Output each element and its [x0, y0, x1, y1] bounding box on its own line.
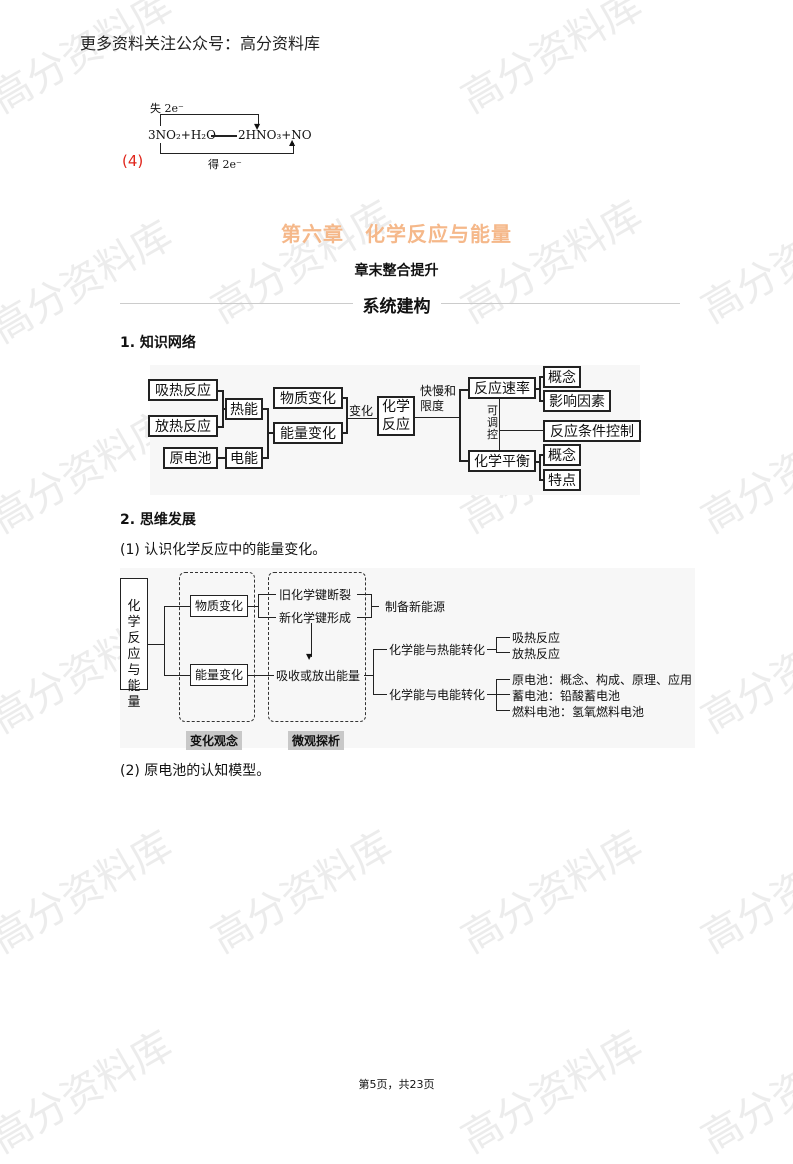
- arrow-down-icon: ▼: [306, 652, 313, 661]
- label-controllable: 可调控: [487, 404, 498, 441]
- arrow-up-icon: ▲: [289, 138, 296, 147]
- node-energy-change: 能量变化: [273, 422, 343, 444]
- node-equilibrium-concept: 概念: [543, 444, 581, 466]
- arrow-line: [311, 623, 312, 657]
- chem-to-electric: 化学能与电能转化: [389, 688, 486, 702]
- heading-thinking-development: 2. 思维发展: [120, 512, 196, 528]
- label-speed-and-limit: 快慢和限度: [420, 384, 457, 413]
- tag-micro-analysis: 微观探析: [288, 731, 345, 750]
- watermark: 高分资料库: [453, 822, 651, 963]
- watermark: 高分资料库: [693, 602, 793, 743]
- equation-right: 2HNO₃+NO: [238, 128, 312, 142]
- absorb-release-energy: 吸收或放出能量: [276, 669, 361, 683]
- subtitle: 章末整合提升: [354, 263, 439, 279]
- node-characteristics: 特点: [543, 469, 581, 491]
- item-energy-change: (1) 认识化学反应中的能量变化。: [120, 542, 327, 558]
- node-rate-concept: 概念: [543, 366, 581, 388]
- gain-electrons-label: 得 2e⁻: [208, 158, 242, 171]
- node-endothermic: 吸热反应: [148, 379, 218, 401]
- watermark: 高分资料库: [453, 0, 651, 123]
- heading-knowledge-network: 1. 知识网络: [120, 335, 196, 351]
- equation-left: 3NO₂+H₂O: [148, 128, 216, 142]
- watermark: 高分资料库: [0, 822, 181, 963]
- chapter-title: 第六章 化学反应与能量: [281, 222, 512, 246]
- new-energy: 制备新能源: [385, 600, 446, 614]
- node-matter-change: 物质变化: [273, 387, 343, 409]
- node-chemical-reaction: 化学反应: [377, 396, 415, 436]
- node-heat-energy: 热能: [225, 398, 263, 420]
- endothermic-2: 吸热反应: [512, 631, 561, 645]
- dashed-group-change-concept: [179, 572, 255, 722]
- watermark: 高分资料库: [203, 822, 401, 963]
- new-bond-form: 新化学键形成: [279, 611, 352, 625]
- dashed-group-micro-analysis: [268, 572, 366, 722]
- page-header: 更多资料关注公众号：高分资料库: [80, 34, 321, 53]
- storage-battery-detail: 蓄电池：铅酸蓄电池: [512, 689, 621, 703]
- exothermic-2: 放热反应: [512, 647, 561, 661]
- page-number: 第5页，共23页: [358, 1078, 435, 1091]
- node-influencing-factors: 影响因素: [543, 390, 611, 412]
- galvanic-cell-detail: 原电池：概念、构成、原理、应用: [512, 673, 693, 687]
- node-chemical-equilibrium: 化学平衡: [468, 450, 536, 472]
- watermark: 高分资料库: [693, 402, 793, 543]
- old-bond-break: 旧化学键断裂: [279, 588, 352, 602]
- node-condition-control: 反应条件控制: [543, 420, 641, 442]
- arrow-down-icon: ▼: [254, 122, 261, 131]
- node-energy-change-2: 能量变化: [190, 664, 248, 686]
- tag-change-concept: 变化观念: [186, 731, 243, 750]
- item-galvanic-model: (2) 原电池的认知模型。: [120, 763, 271, 779]
- node-root: 化学反应与能量: [120, 578, 148, 710]
- fuel-cell-detail: 燃料电池：氢氧燃料电池: [512, 705, 645, 719]
- chem-to-heat: 化学能与热能转化: [389, 643, 486, 657]
- item-label: (4): [122, 152, 144, 170]
- node-matter-change-2: 物质变化: [190, 595, 248, 617]
- node-exothermic: 放热反应: [148, 415, 218, 437]
- node-electric-energy: 电能: [225, 447, 263, 469]
- section-title: 系统建构: [0, 292, 793, 317]
- watermark: 高分资料库: [693, 822, 793, 963]
- node-reaction-rate: 反应速率: [468, 377, 536, 399]
- node-galvanic-cell: 原电池: [163, 447, 218, 469]
- lose-electrons-label: 失 2e⁻: [150, 102, 184, 115]
- equals-sign: [211, 135, 237, 137]
- label-change: 变化: [349, 404, 374, 418]
